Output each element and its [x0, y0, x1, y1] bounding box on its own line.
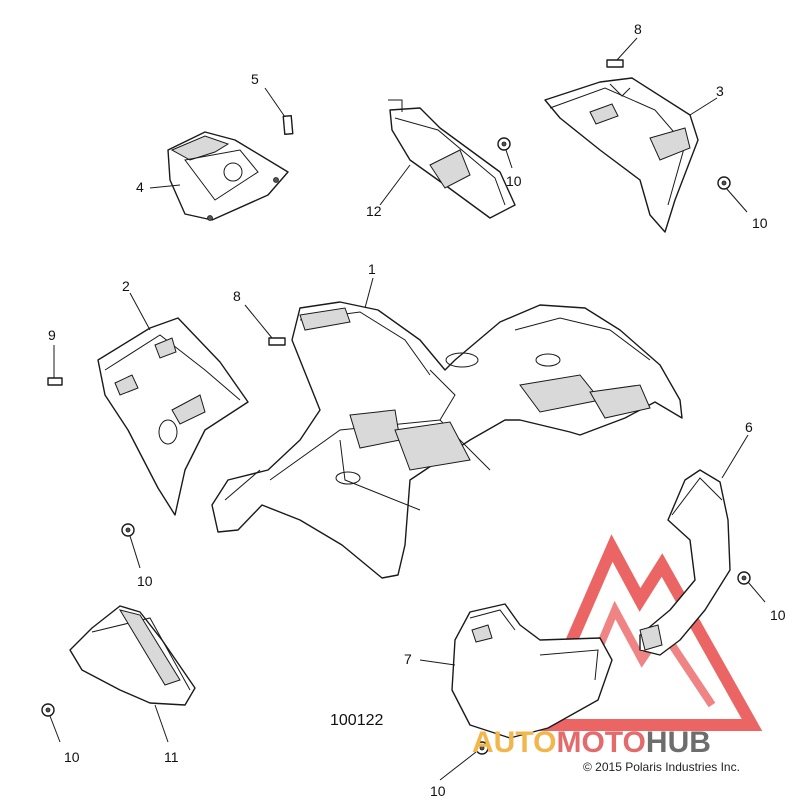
callout-10-bottom-left: 10: [64, 749, 80, 765]
part-3: [544, 77, 699, 233]
part-1: [211, 301, 683, 579]
pushpin-10-top-center: [497, 137, 511, 151]
part-11: [69, 605, 196, 706]
part-6: [639, 469, 731, 656]
part-4: [167, 131, 289, 221]
watermark-moto: MOTO: [556, 726, 645, 759]
callout-11: 11: [164, 749, 179, 765]
callout-10-top-right: 10: [752, 215, 768, 231]
callout-12: 12: [366, 203, 382, 219]
screw-8-mid: [268, 337, 286, 346]
callout-9: 9: [48, 327, 56, 343]
callout-8-top: 8: [634, 21, 642, 37]
pushpin-10-right: [737, 571, 751, 585]
callout-10-left-middle: 10: [137, 573, 153, 589]
callout-10-bottom-center: 10: [430, 783, 446, 799]
callout-4: 4: [136, 179, 144, 195]
copyright-notice: © 2015 Polaris Industries Inc.: [583, 760, 740, 774]
callout-8-mid: 8: [233, 288, 241, 304]
watermark-wordmark: AUTOMOTOHUB: [472, 726, 711, 759]
leader-lines: [49, 37, 766, 781]
callout-6: 6: [745, 419, 753, 435]
part-7: [451, 603, 613, 739]
pushpin-10-top-right: [717, 176, 731, 190]
part-12: [388, 99, 516, 219]
callout-1: 1: [368, 261, 376, 277]
callout-3: 3: [716, 83, 724, 99]
pushpin-10-bottom-center: [475, 741, 489, 755]
screw-8-top: [606, 59, 624, 68]
screw-9: [47, 377, 63, 386]
callout-2: 2: [122, 278, 130, 294]
callout-7: 7: [404, 651, 412, 667]
watermark-triangle-outer: [525, 534, 763, 731]
callout-10-top-center: 10: [506, 173, 522, 189]
screw-5: [282, 114, 294, 136]
callout-labels: 1 2 3 4 5 6 7 8 8 9 10 10 10 10 10 10 11…: [48, 21, 786, 799]
watermark-auto: AUTO: [472, 726, 556, 759]
pushpin-10-left-middle: [121, 523, 135, 537]
callout-5: 5: [251, 71, 259, 87]
pushpin-10-bottom-left: [41, 703, 55, 717]
diagram-id: 100122: [330, 712, 383, 729]
part-2: [97, 317, 249, 516]
watermark-hub: HUB: [646, 726, 711, 759]
callout-10-right: 10: [770, 607, 786, 623]
